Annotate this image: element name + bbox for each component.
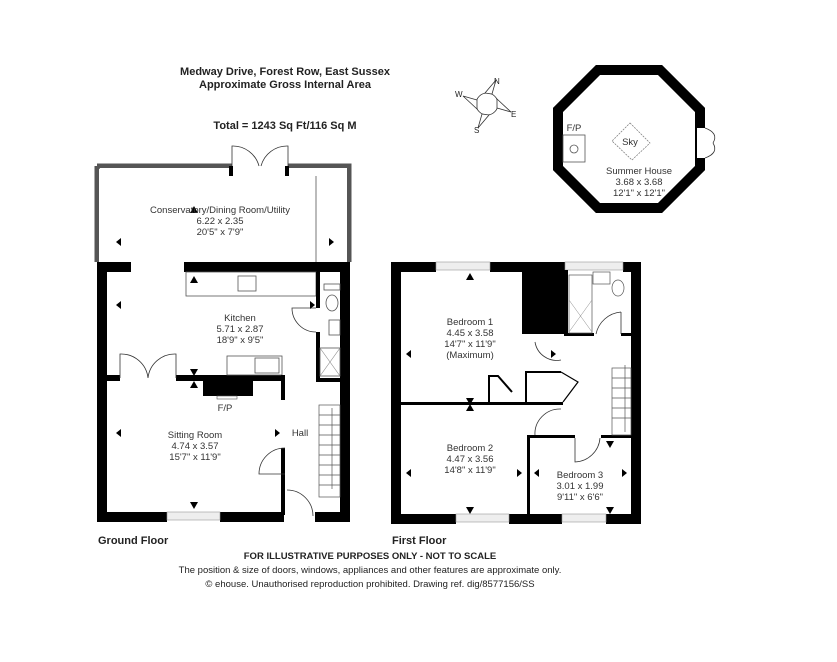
compass-north-label: N <box>494 77 500 86</box>
copyright-note: © ehouse. Unauthorised reproduction proh… <box>205 579 535 590</box>
compass-east-label: E <box>511 110 517 119</box>
bedroom3-name: Bedroom 3 <box>556 470 604 481</box>
bedroom1-name: Bedroom 1 <box>446 317 494 328</box>
bedroom1-note: (Maximum) <box>446 350 494 361</box>
total-area: Total = 1243 Sq Ft/116 Sq M <box>213 120 357 132</box>
compass-icon <box>462 79 512 129</box>
compass-west-label: W <box>455 90 463 99</box>
address-title: Medway Drive, Forest Row, East Sussex <box>180 66 390 78</box>
first-floor-plan <box>391 261 641 524</box>
summer-house-plan <box>553 65 716 213</box>
summer-house-fireplace-label: F/P <box>566 123 582 134</box>
first-floor-label: First Floor <box>392 535 447 547</box>
summer-house-metric: 3.68 x 3.68 <box>615 177 663 188</box>
bedroom3-imperial: 9'11" x 6'6" <box>556 492 604 503</box>
bedroom3-metric: 3.01 x 1.99 <box>556 481 604 492</box>
ground-floor-plan <box>94 145 352 522</box>
skylight-label: Sky <box>622 137 638 148</box>
bedroom2-metric: 4.47 x 3.56 <box>446 454 494 465</box>
sitting-room-name: Sitting Room <box>167 430 223 441</box>
sitting-room-metric: 4.74 x 3.57 <box>171 441 219 452</box>
approximation-note: The position & size of doors, windows, a… <box>178 565 562 576</box>
bedroom1-imperial: 14'7" x 11'9" <box>444 339 496 350</box>
kitchen-name: Kitchen <box>224 313 256 324</box>
bedroom1-metric: 4.45 x 3.58 <box>446 328 494 339</box>
summer-house-name: Summer House <box>606 166 672 177</box>
hall-name: Hall <box>291 428 309 439</box>
ground-fireplace-label: F/P <box>217 403 233 414</box>
kitchen-metric: 5.71 x 2.87 <box>216 324 264 335</box>
area-subtitle: Approximate Gross Internal Area <box>199 79 371 91</box>
kitchen-imperial: 18'9" x 9'5" <box>216 335 264 346</box>
ground-floor-label: Ground Floor <box>98 535 169 547</box>
bedroom2-name: Bedroom 2 <box>446 443 494 454</box>
disclaimer: FOR ILLUSTRATIVE PURPOSES ONLY - NOT TO … <box>243 551 497 562</box>
conservatory-metric: 6.22 x 2.35 <box>196 216 244 227</box>
summer-house-imperial: 12'1" x 12'1" <box>612 188 666 199</box>
conservatory-name: Conservatory/Dining Room/Utility <box>150 205 290 216</box>
conservatory-imperial: 20'5" x 7'9" <box>196 227 244 238</box>
sitting-room-imperial: 15'7" x 11'9" <box>169 452 221 463</box>
compass-south-label: S <box>474 126 480 135</box>
bedroom2-imperial: 14'8" x 11'9" <box>444 465 496 476</box>
